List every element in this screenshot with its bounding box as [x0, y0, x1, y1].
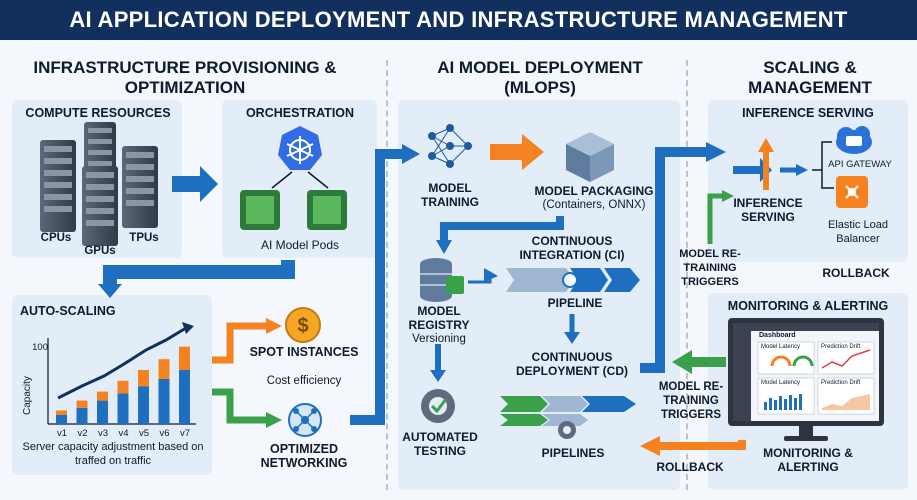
neural-network-icon: [428, 124, 472, 168]
bar-v6-s2: [158, 359, 170, 379]
label-tpus: TPUs: [129, 232, 159, 244]
divider-left: [386, 60, 388, 490]
chart-ylabel: Capacity: [22, 376, 33, 415]
monitoring-title: MONITORING & ALERTING: [727, 299, 889, 313]
model-packaging-title: MODEL PACKAGING: [534, 184, 654, 198]
arrow-cd-inference: [640, 147, 710, 373]
pods-label: AI Model Pods: [260, 238, 340, 252]
label-gpus: GPUs: [84, 245, 116, 257]
load-balancer-icon: [836, 176, 868, 208]
cd-title: CONTINUOUS DEPLOYMENT (CD): [516, 350, 628, 378]
model-packaging-sub: (Containers, ONNX): [542, 199, 646, 211]
xtick-v2: v2: [77, 428, 88, 439]
bar-v7-s2: [179, 346, 190, 370]
dashboard-label: Dashboard: [759, 332, 796, 339]
widget-drift-2: Prediction Drift: [821, 380, 861, 386]
widget-latency-2: Model Latency: [761, 380, 801, 386]
page-title: AI APPLICATION DEPLOYMENT AND INFRASTRUC…: [69, 7, 848, 32]
arrow-rollback-bottom: [654, 440, 746, 450]
registry-title: MODEL REGISTRY: [408, 304, 470, 332]
section-title-scaling: SCALING & MANAGEMENT: [748, 58, 872, 97]
api-gateway-cloud-icon: [836, 126, 872, 154]
database-icon: [420, 258, 464, 302]
monitoring-footer: MONITORING & ALERTING: [763, 446, 853, 474]
gear-check-icon: [421, 389, 455, 423]
testing-label: AUTOMATED TESTING: [402, 430, 478, 458]
autoscaling-caption: Server capacity adjustment based on traf…: [22, 441, 204, 467]
bar-v1-s2: [56, 410, 67, 415]
compute-title: COMPUTE RESOURCES: [25, 106, 171, 120]
section-title-infra: INFRASTRUCTURE PROVISIONING & OPTIMIZATI…: [33, 58, 337, 97]
widget-latency-1: Model Latency: [761, 344, 801, 350]
retrain-top-label: MODEL RE-TRAINING TRIGGERS: [679, 248, 741, 288]
bar-v4-s1: [117, 393, 129, 424]
bar-v3-s1: [97, 400, 108, 424]
arrow-compute-orchestration: [172, 166, 218, 202]
chart-ytick-100: 100: [32, 342, 48, 353]
xtick-v7: v7: [179, 428, 191, 439]
cd-gear-icon: [558, 421, 576, 439]
dollar-coin-icon: $: [285, 307, 321, 343]
svg-text:$: $: [297, 315, 308, 337]
server-rack-icon: [40, 122, 158, 246]
ci-pipeline-arrows: [506, 268, 640, 292]
arrow-to-networking: [212, 388, 268, 424]
spot-sub: Cost efficiency: [266, 375, 342, 387]
ci-title: CONTINUOUS INTEGRATION (CI): [519, 234, 625, 262]
trend-line: [57, 326, 187, 400]
autoscaling-bars: [56, 346, 190, 424]
widget-drift-1: Prediction Drift: [821, 344, 861, 350]
inference-panel: [708, 100, 908, 262]
xtick-v3: v3: [97, 428, 109, 439]
inference-label: INFERENCE SERVING: [733, 196, 803, 224]
bar-v2-s1: [76, 407, 88, 424]
bar-v7-s1: [179, 370, 190, 424]
cd-pipeline-arrows: [500, 396, 636, 426]
arrow-networking-mlops: [350, 149, 404, 425]
network-icon: [288, 403, 322, 437]
bar-v5-s2: [138, 370, 149, 387]
retrain-bottom-label: MODEL RE-TRAINING TRIGGERS: [658, 381, 724, 421]
bar-v6-s1: [158, 379, 170, 424]
arrow-orchestration-autoscaling: [103, 260, 295, 290]
registry-sub: Versioning: [412, 333, 466, 345]
arrow-packaging-registry: [440, 216, 564, 244]
spot-title: SPOT INSTANCES: [249, 345, 359, 359]
section-title-mlops: AI MODEL DEPLOYMENT (MLOPS): [437, 58, 643, 97]
autoscaling-chart: [47, 322, 196, 425]
api-gateway-label: API GATEWAY: [828, 159, 892, 170]
package-box-icon: [566, 132, 614, 182]
bar-v4-s2: [117, 380, 129, 394]
model-training-label: MODEL TRAINING: [421, 181, 479, 209]
networking-title: OPTIMIZED NETWORKING: [260, 442, 348, 470]
xtick-v5: v5: [138, 428, 150, 439]
title-banner: AI APPLICATION DEPLOYMENT AND INFRASTRUC…: [0, 0, 917, 40]
arrow-training-packaging: [490, 134, 544, 170]
monitor-icon: [728, 318, 884, 441]
kubernetes-icon: [278, 126, 322, 170]
xtick-v4: v4: [118, 428, 129, 439]
rollback-bottom-label: ROLLBACK: [656, 460, 724, 474]
rollback-top-label: ROLLBACK: [822, 266, 890, 280]
bar-v3-s2: [97, 391, 108, 401]
autoscaling-title: AUTO-SCALING: [20, 304, 116, 318]
xtick-v1: v1: [56, 428, 68, 439]
bar-v5-s1: [138, 386, 149, 424]
bar-v2-s2: [76, 400, 88, 408]
arrow-to-spot: [212, 322, 268, 364]
cd-pipelines-label: PIPELINES: [541, 446, 605, 460]
bar-v1-s1: [56, 415, 67, 424]
pod-cube-icon: [240, 190, 347, 230]
inference-title: INFERENCE SERVING: [742, 106, 874, 120]
label-cpus: CPUs: [40, 232, 72, 244]
xtick-v6: v6: [159, 428, 170, 439]
elb-label: Elastic Load Balancer: [828, 219, 888, 245]
divider-right: [686, 60, 688, 490]
orchestration-title: ORCHESTRATION: [245, 106, 355, 120]
autoscaling-panel: [12, 295, 212, 475]
arrow-retrain-top: [707, 193, 726, 244]
ci-pipeline-label: PIPELINE: [547, 296, 603, 310]
